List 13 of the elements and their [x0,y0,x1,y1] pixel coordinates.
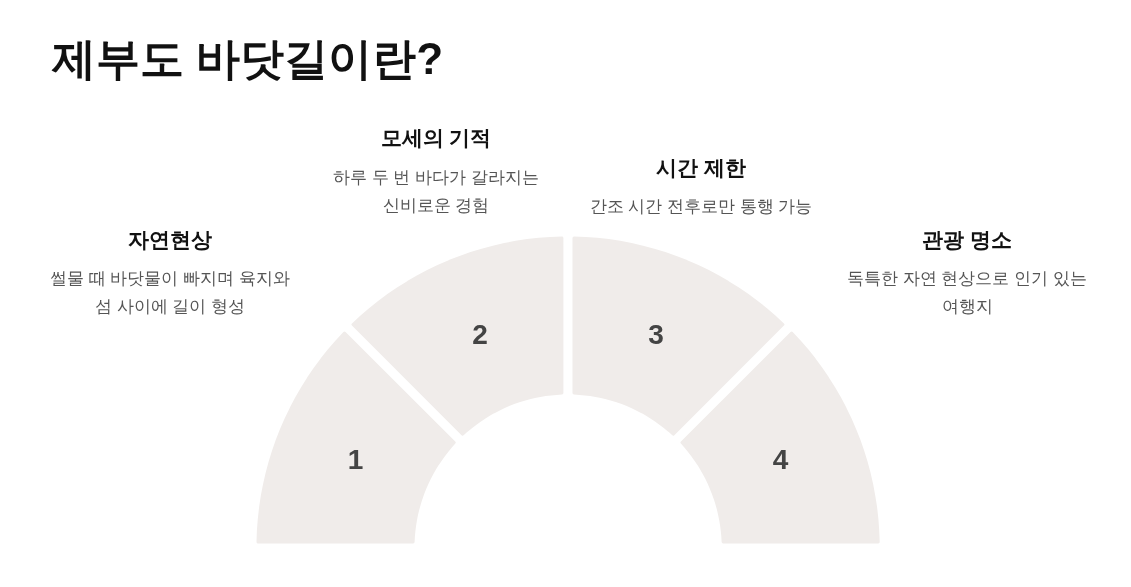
segment-number: 4 [772,443,789,476]
segment-description: 하루 두 번 바다가 갈라지는 신비로운 경험 [332,167,540,217]
title: 제부도 바닷길이란? [52,33,444,85]
segment-number: 1 [347,443,364,476]
segment-heading: 자연현상 [127,227,213,253]
segment-number: 2 [472,319,488,352]
segment-heading: 관광 명소 [921,227,1013,253]
segment-description: 독특한 자연 현상으로 인기 있는 여행지 [846,268,1088,318]
segment-heading: 모세의 기적 [379,125,493,151]
segment-description: 썰물 때 바닷물이 빠지며 육지와 섬 사이에 길이 형성 [49,268,291,318]
segment-description: 간조 시간 전후로만 통행 가능 [588,196,814,218]
segment-heading: 시간 제한 [655,155,747,181]
segment-number: 3 [648,319,664,352]
